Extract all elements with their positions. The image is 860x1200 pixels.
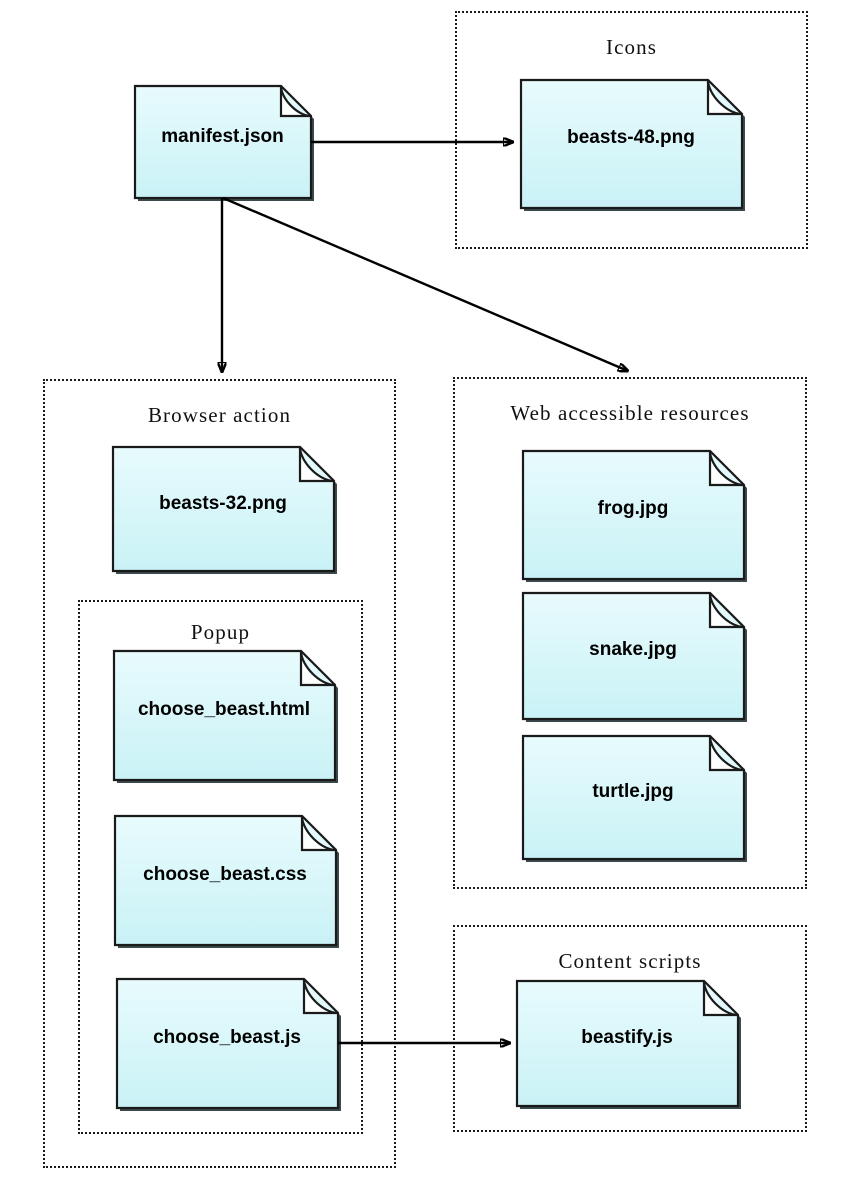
file-node-choose-beast-html[interactable]: choose_beast.html [112,649,338,783]
group-title-content-scripts: Content scripts [558,949,702,973]
file-node-snake-jpg[interactable]: snake.jpg [521,591,747,722]
file-node-choose-beast-css[interactable]: choose_beast.css [113,814,339,948]
file-node-turtle-jpg[interactable]: turtle.jpg [521,734,747,862]
group-web-accessible-resources: Web accessible resources [453,377,807,889]
group-content-scripts: Content scripts [453,925,807,1132]
group-title-browser-action: Browser action [147,403,292,427]
group-icons: Icons [455,11,808,249]
file-node-beasts-48-png[interactable]: beasts-48.png [519,78,745,211]
file-node-beastify-js[interactable]: beastify.js [515,979,741,1109]
file-node-choose-beast-js[interactable]: choose_beast.js [115,977,341,1111]
group-title-icons: Icons [606,35,657,59]
file-node-manifest-json[interactable]: manifest.json [133,84,314,201]
group-browser-action: Browser action [43,379,396,1168]
group-popup: Popup [78,600,363,1134]
file-node-frog-jpg[interactable]: frog.jpg [521,449,747,582]
group-title-web-accessible-resources: Web accessible resources [510,401,750,425]
file-node-beasts-32-png[interactable]: beasts-32.png [111,445,337,574]
group-title-popup: Popup [190,620,251,644]
